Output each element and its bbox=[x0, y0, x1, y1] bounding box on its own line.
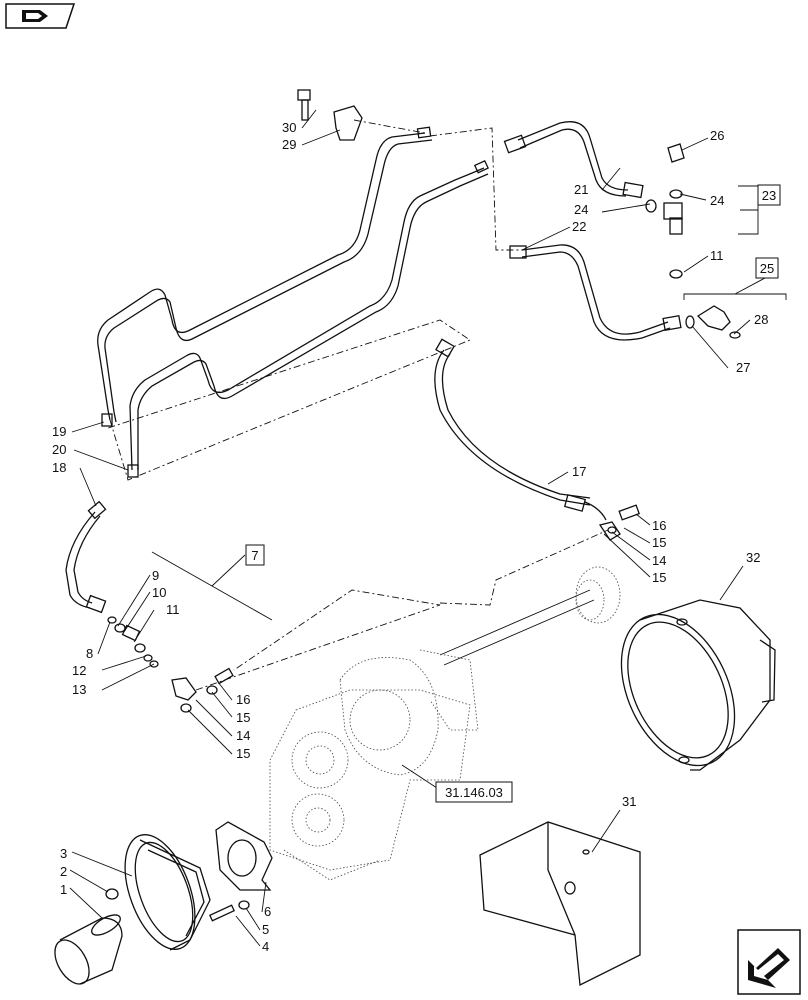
callout: 19 bbox=[52, 424, 66, 439]
fittings-group-left bbox=[107, 616, 159, 668]
banjo-fitting-lower bbox=[171, 667, 234, 713]
callout: 22 bbox=[572, 219, 586, 234]
elbow-fitting-assembly bbox=[685, 305, 741, 339]
callout: 15 bbox=[236, 746, 250, 761]
callout: 32 bbox=[746, 550, 760, 565]
callout: 26 bbox=[710, 128, 724, 143]
hose-21 bbox=[503, 121, 644, 199]
bolt-clip-assembly bbox=[297, 89, 363, 141]
book-navigation-icon[interactable] bbox=[5, 3, 76, 29]
callout: 29 bbox=[282, 137, 296, 152]
callout: 9 bbox=[152, 568, 159, 583]
ref-box-23[interactable]: 23 bbox=[757, 184, 781, 206]
callout: 12 bbox=[72, 663, 86, 678]
callout: 15 bbox=[652, 535, 666, 550]
mounting-flange bbox=[208, 821, 273, 922]
callout: 17 bbox=[572, 464, 586, 479]
protective-boot bbox=[105, 834, 211, 951]
callout: 31 bbox=[622, 794, 636, 809]
callout: 24 bbox=[710, 193, 724, 208]
next-page-arrow-icon[interactable] bbox=[737, 929, 801, 995]
callout: 14 bbox=[652, 553, 666, 568]
callout: 6 bbox=[264, 904, 271, 919]
hose-18 bbox=[65, 500, 107, 614]
callouts: 1 2 3 4 5 6 8 9 10 11 11 12 13 14 14 15 … bbox=[52, 120, 768, 954]
ref-label-7: 7 bbox=[251, 548, 258, 563]
callout: 10 bbox=[152, 585, 166, 600]
tee-fitting-assembly bbox=[645, 143, 685, 279]
callout: 30 bbox=[282, 120, 296, 135]
callout: 2 bbox=[60, 864, 67, 879]
leader-lines bbox=[69, 109, 751, 947]
ref-box-gearbox[interactable]: 31.146.03 bbox=[435, 781, 513, 803]
gearbox bbox=[269, 649, 479, 881]
callout: 1 bbox=[60, 882, 67, 897]
callout: 15 bbox=[236, 710, 250, 725]
callout: 15 bbox=[652, 570, 666, 585]
callout: 4 bbox=[262, 939, 269, 954]
driveshaft bbox=[439, 566, 621, 666]
rigid-pipe-assembly bbox=[97, 126, 489, 478]
callout: 18 bbox=[52, 460, 66, 475]
hose-17 bbox=[434, 338, 607, 521]
callout: 3 bbox=[60, 846, 67, 861]
callout: 11 bbox=[710, 248, 724, 263]
callout: 16 bbox=[652, 518, 666, 533]
guard-bell-32 bbox=[620, 599, 776, 771]
callout: 16 bbox=[236, 692, 250, 707]
callout: 5 bbox=[262, 922, 269, 937]
end-cap bbox=[54, 914, 123, 985]
callout: 11 bbox=[166, 602, 180, 617]
ref-label-gearbox: 31.146.03 bbox=[445, 785, 503, 800]
callout: 24 bbox=[574, 202, 588, 217]
group-brackets bbox=[151, 185, 787, 621]
callout: 14 bbox=[236, 728, 250, 743]
ref-label-25: 25 bbox=[760, 261, 774, 276]
callout: 21 bbox=[574, 182, 588, 197]
banjo-fitting-upper bbox=[598, 504, 641, 541]
hose-22 bbox=[509, 244, 682, 341]
ref-label-23: 23 bbox=[762, 188, 776, 203]
ref-box-7[interactable]: 7 bbox=[245, 544, 265, 566]
callout: 8 bbox=[86, 646, 93, 661]
callout: 28 bbox=[754, 312, 768, 327]
ref-box-25[interactable]: 25 bbox=[755, 257, 779, 279]
callout: 20 bbox=[52, 442, 66, 457]
guard-cover-31 bbox=[479, 821, 641, 987]
routing-lines bbox=[107, 119, 609, 691]
callout: 13 bbox=[72, 682, 86, 697]
callout: 27 bbox=[736, 360, 750, 375]
